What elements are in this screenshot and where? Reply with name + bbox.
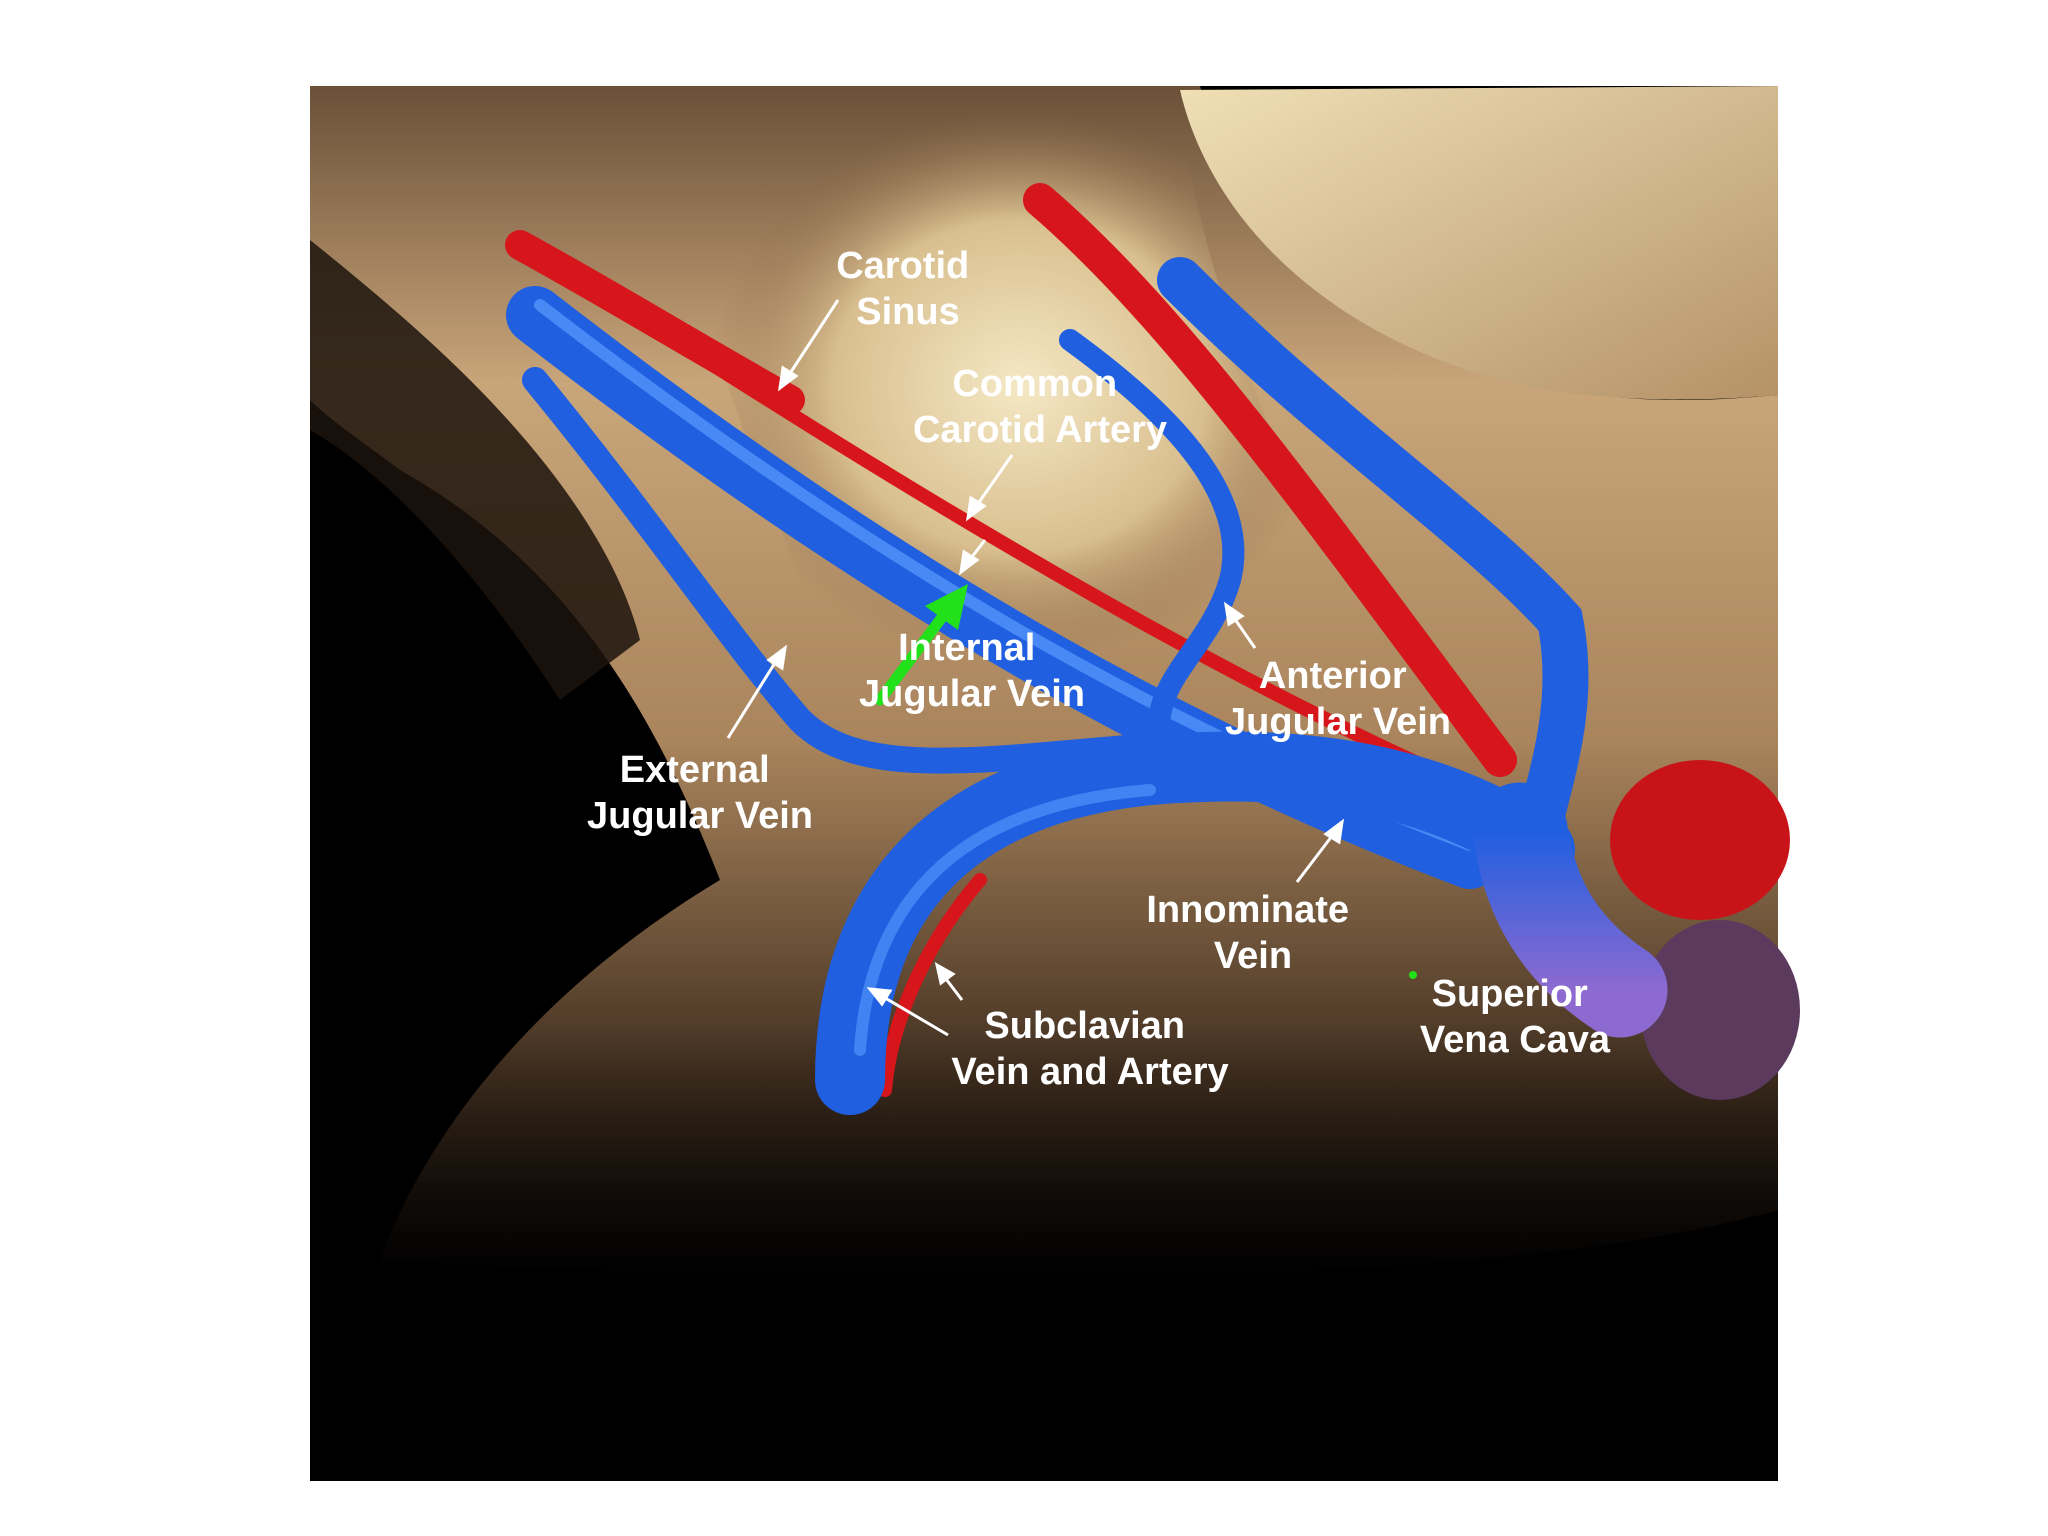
green-pointer-arrow — [874, 584, 968, 706]
green-dot-marker — [1409, 971, 1417, 979]
heart-base — [1640, 920, 1800, 1100]
label-external-jugular-vein: External Jugular Vein — [587, 749, 813, 837]
neck-highlight — [640, 110, 1330, 724]
carotid-artery-upper — [505, 230, 805, 415]
label-internal-jugular-vein: Internal Jugular Vein — [859, 627, 1085, 715]
jaw-shadow — [310, 240, 640, 700]
subclavian-artery — [878, 873, 987, 1097]
label-innominate-vein: Innominate Vein — [1146, 889, 1359, 977]
right-jugular-vein — [1157, 257, 1589, 893]
anterior-jugular-vein — [1059, 329, 1245, 751]
label-carotid-sinus: Carotid Sinus — [836, 245, 980, 333]
scene-bottom-fade — [310, 1020, 1778, 1481]
label-subclavian-vein-and-artery: Subclavian Vein and Artery — [951, 1005, 1228, 1093]
superior-vena-cava — [1472, 782, 1668, 1038]
aortic-arch — [1610, 760, 1790, 920]
innominate-vein — [815, 731, 1575, 1115]
carotid-branch — [1023, 183, 1517, 777]
label-anterior-jugular-vein: Anterior Jugular Vein — [1225, 655, 1451, 743]
veins — [506, 257, 1668, 1115]
arteries — [505, 183, 1517, 1097]
label-superior-vena-cava: Superior Vena Cava — [1420, 973, 1611, 1061]
innominate-vein-highlight — [854, 784, 1156, 1056]
label-arrows — [726, 299, 1345, 1037]
shoulder-skin — [1180, 86, 1778, 400]
label-common-carotid-artery: Common Carotid Artery — [913, 363, 1167, 451]
external-jugular-vein — [522, 367, 1173, 774]
